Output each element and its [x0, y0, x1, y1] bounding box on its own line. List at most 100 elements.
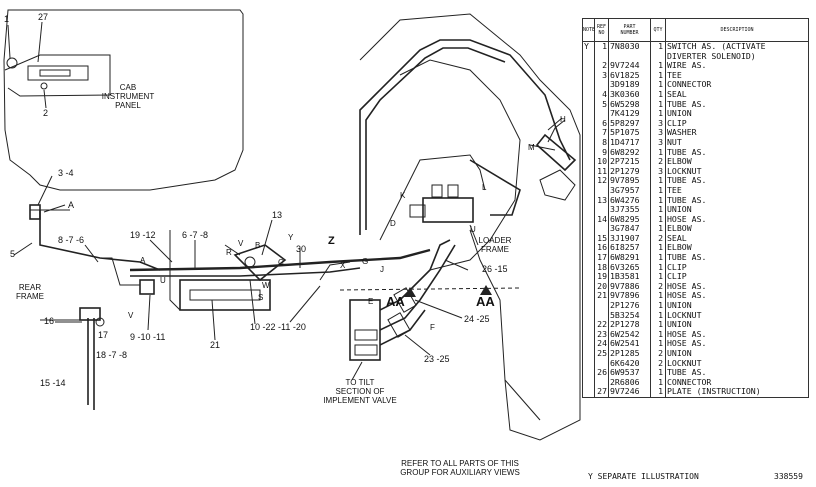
callout: 16 [44, 316, 54, 326]
cell-note [582, 118, 595, 129]
cell-note [582, 147, 595, 158]
cell-desc: HOSE AS. [665, 339, 809, 349]
callout: X [340, 261, 346, 270]
cell-qty: 2 [650, 349, 666, 359]
callout: 10 -22 -11 -20 [250, 322, 306, 332]
callout: 19 -12 [130, 230, 156, 240]
cell-desc: TUBE AS. [665, 253, 809, 263]
cell-note [582, 262, 595, 273]
cell-part: 3D9189 [608, 80, 651, 90]
cell-note [582, 109, 595, 119]
cell-ref: 25 [594, 349, 609, 359]
callout: J [380, 265, 384, 274]
cell-desc: DIVERTER SOLENOID) [665, 51, 809, 62]
callout: U [160, 276, 166, 285]
cell-qty: 1 [650, 272, 666, 282]
cell-ref [594, 205, 609, 215]
cell-part: 5P8297 [608, 118, 651, 129]
cell-ref [594, 377, 609, 388]
cell-qty: 1 [650, 320, 666, 330]
cell-ref [594, 109, 609, 119]
cell-ref: 13 [594, 195, 609, 206]
cell-note [582, 195, 595, 206]
cell-part: 6W8292 [608, 147, 651, 158]
cell-desc: CONNECTOR [665, 377, 809, 388]
cell-part: 3J7355 [608, 205, 651, 215]
cell-desc: LOCKNUT [665, 310, 809, 321]
cell-ref: 8 [594, 137, 609, 148]
callout: 1 [4, 14, 9, 24]
cell-part [608, 51, 651, 62]
cell-note [582, 51, 595, 62]
header-qty: QTY [650, 18, 666, 42]
callout: 8 -7 -6 [58, 235, 84, 245]
cell-part: 2P1285 [608, 349, 651, 359]
cell-desc: TEE [665, 185, 809, 196]
cell-desc: ELBOW [665, 243, 809, 254]
cell-note: Y [582, 41, 595, 52]
cell-note [582, 272, 595, 282]
cell-part: 6W8295 [608, 214, 651, 225]
cell-ref: 18 [594, 262, 609, 273]
header-note: NOTE [582, 18, 595, 42]
cell-desc: HOSE AS. [665, 329, 809, 340]
cell-qty: 1 [650, 99, 666, 110]
cell-note [582, 205, 595, 215]
callout: F [430, 323, 435, 332]
cell-ref: 26 [594, 368, 609, 378]
callout: 17 [98, 330, 108, 340]
cell-ref: 11 [594, 166, 609, 177]
cell-ref: 2 [594, 61, 609, 71]
cell-part: 2P1278 [608, 320, 651, 330]
cell-desc: WIRE AS. [665, 61, 809, 71]
table-header-row: NOTE REF NO PART NUMBER QTY DESCRIPTION [582, 18, 809, 42]
cell-part: 6W2542 [608, 329, 651, 340]
cell-part: 9V7244 [608, 61, 651, 71]
callout: 6 -7 -8 [182, 230, 208, 240]
cell-qty: 1 [650, 214, 666, 225]
cell-desc: TUBE AS. [665, 99, 809, 110]
callout: A [140, 256, 146, 265]
cell-ref [594, 224, 609, 234]
cell-qty: 1 [650, 195, 666, 206]
cell-desc: TEE [665, 70, 809, 81]
cell-part: 6W5298 [608, 99, 651, 110]
cell-part: 3K0360 [608, 89, 651, 100]
callout: 18 -7 -8 [96, 350, 127, 360]
cell-note [582, 329, 595, 340]
cell-ref [594, 51, 609, 62]
cell-note [582, 368, 595, 378]
cell-ref: 5 [594, 99, 609, 110]
cell-ref: 15 [594, 233, 609, 244]
cell-qty: 1 [650, 262, 666, 273]
callout: V [238, 239, 244, 248]
cell-part: 2P1276 [608, 301, 651, 311]
cell-part: 9V7886 [608, 281, 651, 292]
cell-desc: CLIP [665, 272, 809, 282]
parts-table: NOTE REF NO PART NUMBER QTY DESCRIPTION … [582, 18, 809, 398]
figure-id: 338559 [774, 472, 803, 481]
cell-ref: 21 [594, 291, 609, 302]
cell-desc: UNION [665, 205, 809, 215]
cell-ref [594, 185, 609, 196]
cell-desc: HOSE AS. [665, 291, 809, 302]
cell-note [582, 339, 595, 349]
cell-desc: SWITCH AS. (ACTIVATE [665, 41, 809, 52]
